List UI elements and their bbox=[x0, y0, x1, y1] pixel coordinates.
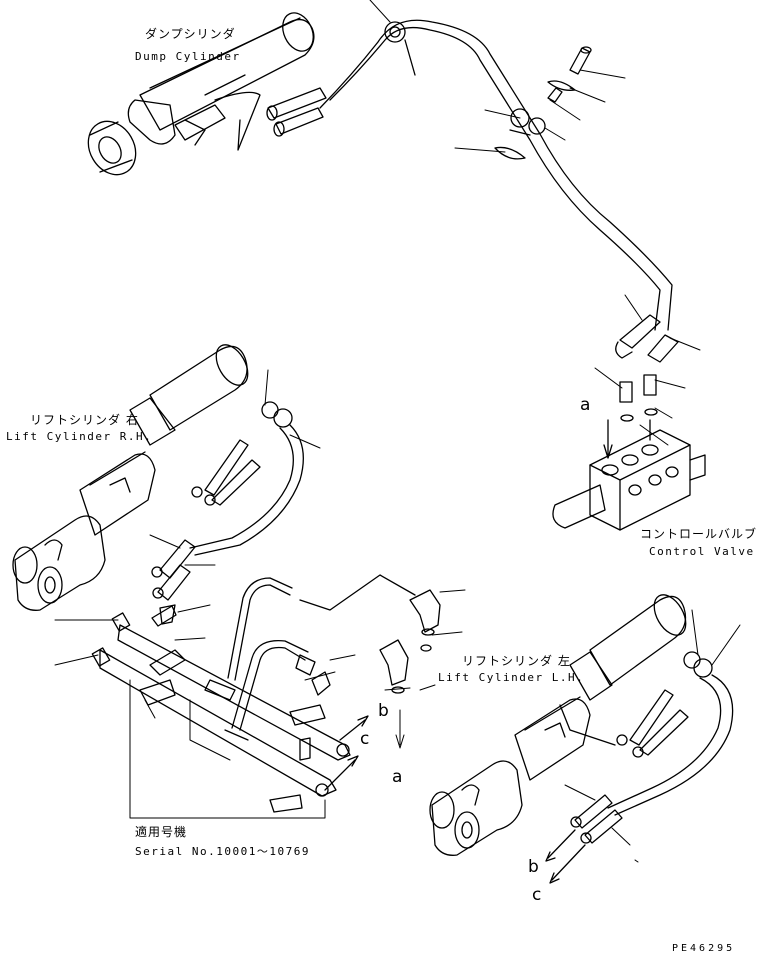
dump-cylinder-label-en: Dump Cylinder bbox=[135, 50, 241, 63]
leader-lines-lh bbox=[564, 609, 741, 863]
top-bolts bbox=[494, 46, 592, 160]
letter-c-top: c bbox=[360, 729, 370, 749]
arrows-bc-bottom bbox=[545, 829, 586, 884]
serial-range-label: Serial No.10001～10769 bbox=[135, 845, 310, 858]
lift-cylinder-rh-label-jp: リフトシリンダ 右 bbox=[30, 413, 139, 427]
lift-cylinder-rh-label-en: Lift Cylinder R.H. bbox=[6, 430, 153, 443]
pipe-manifold bbox=[91, 577, 351, 813]
dump-cylinder-label-jp: ダンプシリンダ bbox=[145, 27, 236, 41]
lift-cylinder-lh-label-jp: リフトシリンダ 左 bbox=[462, 654, 571, 668]
serial-bracket bbox=[129, 679, 436, 819]
lift-cylinder-lh bbox=[429, 594, 687, 856]
lift-lh-hoses bbox=[570, 651, 734, 844]
arrows-bc-top bbox=[324, 715, 369, 791]
dump-cylinder bbox=[87, 12, 315, 176]
upper-pipe bbox=[319, 19, 673, 331]
figure-code: PE46295 bbox=[672, 943, 736, 954]
dump-fittings bbox=[266, 87, 327, 137]
control-valve-assembly bbox=[552, 314, 706, 531]
control-valve-label-jp: コントロールバルブ bbox=[640, 527, 758, 541]
letter-b-top: b bbox=[378, 701, 389, 721]
lift-cylinder-rh bbox=[12, 344, 249, 611]
control-valve-label-en: Control Valve bbox=[649, 545, 755, 558]
center-elbows bbox=[299, 574, 441, 694]
lift-rh-hoses bbox=[151, 401, 304, 625]
leader-lines-valve bbox=[594, 294, 701, 446]
leader-lines-top bbox=[369, 0, 626, 153]
letter-a-valve: a bbox=[580, 395, 591, 415]
leader-lines-left bbox=[54, 369, 466, 719]
applicable-label-jp: 適用号機 bbox=[135, 825, 188, 839]
letter-a-arrow: a bbox=[392, 767, 403, 787]
letter-c-bottom: c bbox=[532, 885, 542, 905]
lift-cylinder-lh-label-en: Lift Cylinder L.H. bbox=[438, 671, 585, 684]
letter-b-bottom: b bbox=[528, 857, 539, 877]
